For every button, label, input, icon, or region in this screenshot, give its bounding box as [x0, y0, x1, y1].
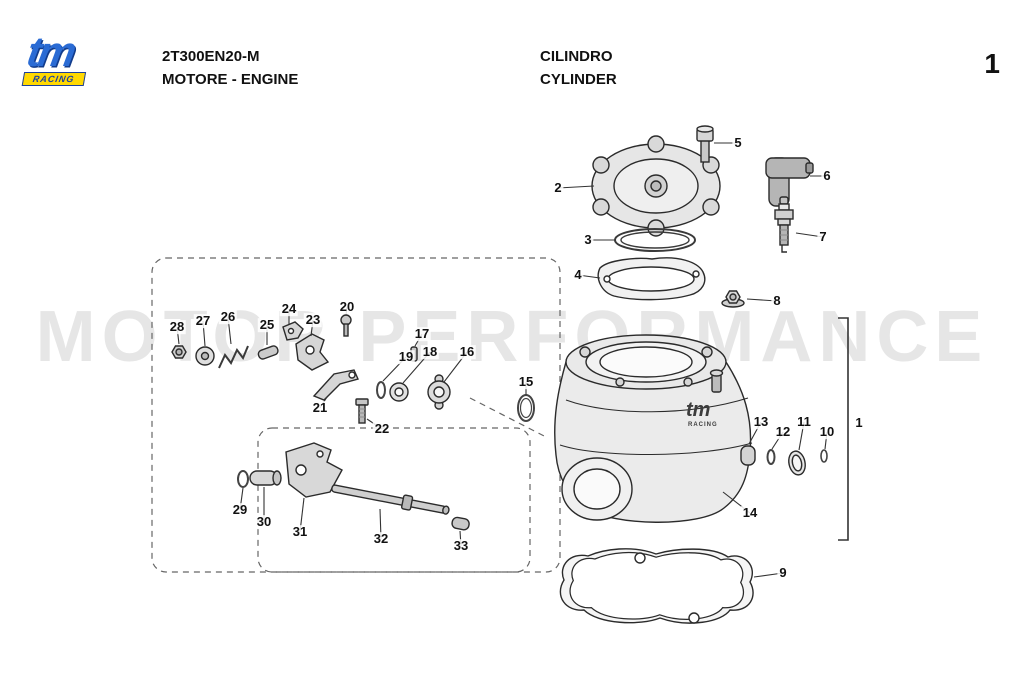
part-31-bracket	[285, 442, 343, 498]
part-5-bolt	[696, 125, 714, 163]
cylinder-decal-racing: RACING	[688, 422, 718, 428]
part-28-nut	[171, 345, 187, 359]
part-11-disc	[788, 450, 806, 476]
leader-line-9	[753, 572, 784, 578]
leader-line-27	[202, 320, 206, 347]
diagram-title-italian: CILINDRO	[540, 48, 613, 65]
leader-line-17	[414, 333, 423, 347]
tm-racing-logo: tm RACING	[21, 28, 92, 87]
page-number: 1	[984, 48, 1000, 79]
part-15-seal-ring	[517, 394, 535, 422]
part-14-cylinder: tm RACING	[554, 334, 753, 523]
leader-line-16	[443, 351, 468, 383]
part-16-flanged-disc	[427, 374, 451, 410]
leader-line-2	[557, 185, 595, 189]
part-9-base-gasket	[559, 548, 754, 624]
section-title: MOTORE - ENGINE	[162, 71, 299, 88]
leader-line-31	[299, 497, 305, 533]
part-30-sleeve	[249, 470, 282, 486]
part-33-cap	[451, 516, 470, 531]
part-18-disc	[389, 382, 409, 402]
part-7-spark-plug	[774, 196, 794, 253]
leader-line-11	[798, 421, 805, 451]
assembly-bracket-1	[838, 317, 849, 541]
leader-line-20	[345, 306, 348, 316]
part-22-bolt	[355, 398, 369, 424]
leader-line-19	[382, 356, 407, 382]
part-19-washer	[376, 381, 386, 399]
part-3-o-ring	[614, 228, 696, 252]
part-8-flange-nut	[721, 290, 745, 308]
part-23-cam-plate	[295, 333, 330, 371]
part-21-lever-arm	[312, 369, 359, 401]
leader-line-29	[239, 487, 244, 511]
part-6-spark-plug-cap	[765, 157, 814, 207]
part-24-lever	[282, 321, 304, 341]
part-32-shaft	[331, 484, 450, 515]
leader-line-4	[577, 274, 601, 279]
watermark-text: MOTOR PERFORMANCE	[35, 297, 989, 377]
part-13-plunger	[740, 445, 756, 466]
leader-line-28	[176, 326, 180, 345]
leader-line-10	[824, 431, 828, 450]
leader-line-7	[795, 232, 824, 238]
part-17-pin	[410, 346, 418, 362]
diagram-title-english: CYLINDER	[540, 71, 617, 88]
leader-line-26	[227, 316, 232, 345]
part-4-head-gasket	[597, 257, 706, 301]
logo-tm-text: tm	[23, 28, 78, 75]
model-code: 2T300EN20-M	[162, 48, 260, 65]
part-2-head-cover	[591, 135, 721, 237]
part-26-spring	[218, 345, 249, 369]
logo-racing-banner: RACING	[21, 71, 86, 86]
part-20-screw	[340, 314, 352, 337]
leader-line-32	[379, 508, 382, 540]
leader-line-8	[746, 298, 778, 302]
leader-lines	[176, 142, 828, 578]
part-12-o-ring	[766, 449, 776, 465]
part-10-ring	[820, 449, 828, 463]
part-29-ring	[237, 470, 249, 488]
cylinder-decal-tm: tm	[686, 399, 710, 421]
leader-line-33	[459, 530, 462, 547]
assembly-dashed-boxes	[151, 257, 561, 573]
leader-line-12	[771, 431, 784, 450]
part-25-pin	[257, 345, 279, 360]
part-27-washer	[195, 346, 215, 366]
